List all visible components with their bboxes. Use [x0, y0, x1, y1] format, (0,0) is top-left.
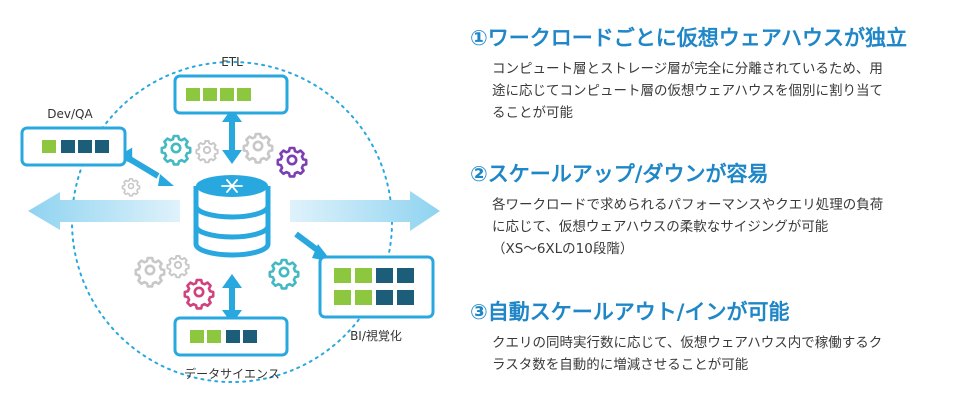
scale-right-arrow	[290, 191, 440, 231]
label-devqa: Dev/QA	[47, 107, 93, 121]
label-bi: BI/視覚化	[350, 328, 402, 343]
feature-title: ①ワークロードごとに仮想ウェアハウスが独立	[470, 26, 907, 50]
warehouse-devqa	[20, 126, 127, 167]
warehouse-etl	[173, 74, 289, 115]
snowflake-database-icon	[193, 175, 271, 258]
warehouse-architecture-diagram: ETL Dev/QA BI/視覚化 データサイエンス	[20, 55, 440, 383]
feature-independent-warehouses: ①ワークロードごとに仮想ウェアハウスが独立 コンピュート層とストレージ層が完全に…	[470, 22, 950, 124]
feature-title: ③自動スケールアウト/インが可能	[470, 300, 790, 324]
label-etl: ETL	[221, 55, 243, 69]
feature-body: クエリの同時実行数に応じて、仮想ウェアハウス内で稼働するク ラスタ数を自動的に増…	[492, 335, 883, 373]
feature-scale-up-down: ②スケールアップ/ダウンが容易 各ワークロードで求められるパフォーマンスやクエリ…	[470, 158, 950, 260]
label-datascience: データサイエンス	[184, 366, 280, 381]
scale-left-arrow	[28, 192, 180, 230]
warehouse-bi	[318, 255, 435, 319]
warehouse-datascience	[173, 316, 289, 357]
feature-body: 各ワークロードで求められるパフォーマンスやクエリ処理の負荷 に応じて、仮想ウェア…	[492, 197, 884, 257]
feature-title: ②スケールアップ/ダウンが容易	[470, 162, 769, 186]
feature-auto-scale-out-in: ③自動スケールアウト/インが可能 クエリの同時実行数に応じて、仮想ウェアハウス内…	[470, 296, 950, 376]
feature-body: コンピュート層とストレージ層が完全に分離されているため、用 途に応じてコンピュー…	[492, 61, 883, 121]
